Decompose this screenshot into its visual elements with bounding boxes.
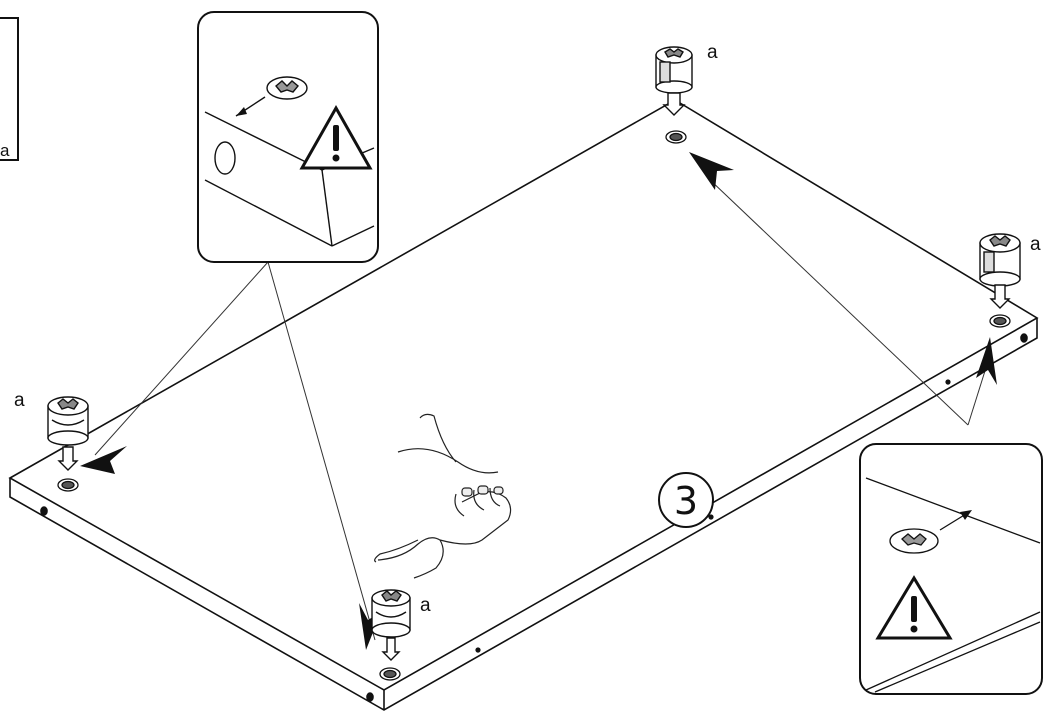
cam-fitting-top <box>655 46 693 116</box>
hand-illustration <box>374 413 512 579</box>
part-label-a-right: a <box>1030 234 1041 255</box>
cam-fitting-right <box>979 233 1021 309</box>
detail-callout-top <box>197 11 379 263</box>
cam-fitting-left <box>47 396 89 471</box>
part-label-a-left: a <box>14 390 25 411</box>
insert-arrows <box>80 152 997 650</box>
warning-triangle-icon <box>875 575 953 640</box>
detail-callout-right <box>859 443 1043 695</box>
part-label-a-bottom: a <box>420 595 431 616</box>
board-panel <box>8 99 1039 711</box>
part-label-a-top: a <box>707 42 718 63</box>
leader-lines <box>94 177 991 641</box>
cam-fitting-bottom <box>371 589 411 661</box>
step-number-badge: 3 <box>658 472 714 528</box>
step-number: 3 <box>674 479 698 523</box>
corner-fragment-box: a <box>0 17 19 161</box>
corner-fragment-text: a <box>0 141 10 160</box>
warning-triangle-icon <box>299 104 373 170</box>
cam-holes <box>57 130 1011 681</box>
